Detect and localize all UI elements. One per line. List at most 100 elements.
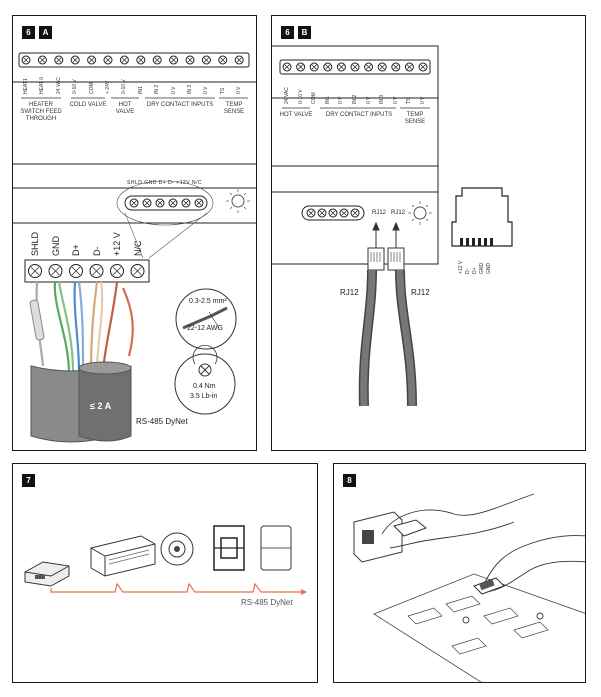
screw-slot	[341, 210, 347, 216]
group-label: TEMP SENSE	[404, 112, 426, 125]
group-label: COLD VALVE	[69, 102, 107, 108]
bus-terminal-label: SHLD	[30, 231, 40, 256]
bus-terminal-label: +12 V	[112, 232, 122, 256]
step-badge: 6	[281, 26, 294, 39]
screw-slot	[138, 57, 144, 63]
terminal-label: IN 2	[154, 84, 161, 94]
panel-8-drawing	[353, 493, 585, 682]
bus-label-mini-h: SHLD GND D+ D- +12V N/C	[127, 180, 203, 186]
screw-slot	[51, 266, 60, 276]
screw-slot	[105, 57, 111, 63]
screw-slot	[297, 64, 304, 70]
terminal-label: 0 V	[365, 96, 372, 104]
terminal-label: 0-10 V	[72, 79, 79, 94]
panel-6a-drawing	[13, 52, 256, 443]
cable-label: RS-485 DyNet	[241, 598, 293, 607]
screw-slot	[71, 266, 81, 276]
current-rating: ≤ 2 A	[90, 401, 112, 411]
terminal-label: 0 V	[203, 86, 210, 94]
terminal-label: IN1	[324, 96, 331, 104]
pin-label: +12 V	[458, 260, 464, 274]
port-label-2h: RJ12	[391, 210, 406, 216]
terminal-label: IN1	[137, 86, 144, 94]
terminal-label: 0-10 V	[121, 79, 128, 94]
pin-label: GND	[486, 262, 492, 274]
rj-label-left: RJ12	[340, 288, 359, 297]
awg-label: 22-12 AWG	[187, 325, 223, 332]
terminal-label: 24 VAC	[55, 77, 62, 94]
screw-slot	[236, 57, 242, 63]
terminal-label: 24 VAC	[284, 87, 290, 104]
screw-slot	[131, 200, 137, 206]
pin-label: D+	[472, 267, 478, 274]
screw-slot	[203, 57, 210, 63]
terminal-label: IN 2	[352, 94, 358, 104]
bus-terminal-label: N/C	[132, 240, 143, 257]
panel-6b: 6 B	[271, 15, 586, 451]
screw-slot	[154, 57, 160, 63]
group-label: HOT VALVE	[115, 102, 135, 115]
terminal-label: IN 3	[187, 84, 193, 94]
group-label: HEATER SWITCH FEED THROUGH	[20, 102, 62, 122]
terminal-label: 0 V	[236, 86, 243, 94]
group-label: HOT VALVE	[279, 112, 313, 118]
terminal-label: 0-10 V	[297, 89, 304, 104]
panel-7: 7 RS-485 DyNet	[12, 463, 318, 683]
screw-slot	[56, 57, 62, 63]
terminal-label: HEAT1	[23, 78, 29, 94]
screw-slot	[352, 64, 358, 70]
terminal-label: 0 V	[170, 86, 177, 94]
screw-slot	[30, 266, 40, 276]
port-label-1h: RJ12	[372, 210, 387, 216]
terminal-label: COM	[88, 82, 95, 94]
screw-slot	[379, 64, 385, 70]
terminal-label: TS	[406, 97, 413, 104]
screw-slot	[187, 57, 193, 63]
screw-slot	[420, 64, 426, 70]
terminal-label: HEAT 0	[39, 76, 46, 94]
screw-slot	[308, 210, 314, 216]
screw-slot	[319, 210, 325, 216]
terminal-label: IN 3	[379, 94, 386, 104]
variant-badge: B	[298, 26, 311, 39]
screw-slot	[39, 57, 46, 63]
screw-slot	[23, 57, 29, 63]
panel-6b-drawing	[272, 45, 513, 407]
terminal-label: + 24V	[105, 80, 111, 94]
group-label: TEMP SENSE	[223, 102, 245, 115]
screw-slot	[183, 200, 189, 206]
screw-slot	[92, 266, 101, 276]
screw-slot	[144, 200, 150, 206]
screw-slot	[393, 64, 399, 70]
screw-slot	[352, 210, 358, 216]
cable-label: RS-485 DyNet	[136, 417, 188, 426]
terminal-label: COM	[311, 92, 318, 104]
terminal-label: 0 V	[338, 96, 345, 104]
pin-label: D-	[465, 268, 471, 274]
step-badge: 7	[22, 474, 35, 487]
panel-6a: 6 A	[12, 15, 257, 451]
bus-terminal-label: D-	[91, 246, 102, 257]
screw-slot	[121, 57, 128, 63]
torque-label: 0.4 Nm	[193, 383, 216, 390]
wire-size-label: 0.3-2.5 mm²	[189, 298, 227, 305]
screw-slot	[72, 57, 78, 63]
pin-label: GND	[479, 262, 485, 274]
step-badge: 6	[22, 26, 35, 39]
screw-slot	[284, 64, 290, 70]
panel-8: 8	[333, 463, 586, 683]
rj-label-right: RJ12	[411, 288, 430, 297]
screw-slot	[406, 64, 413, 70]
screw-slot	[325, 64, 331, 70]
screw-slot	[170, 57, 177, 63]
screw-slot	[196, 200, 202, 206]
screw-slot	[338, 64, 345, 70]
group-label: DRY CONTACT INPUTS	[325, 112, 393, 118]
torque-imperial-label: 3.5 Lb-in	[190, 393, 218, 400]
screw-slot	[311, 64, 317, 70]
group-label: DRY CONTACT INPUTS	[146, 102, 214, 108]
panel-7-drawing	[24, 525, 307, 595]
terminal-label: TS	[219, 87, 226, 94]
screw-slot	[157, 200, 163, 206]
screw-slot	[330, 210, 336, 216]
